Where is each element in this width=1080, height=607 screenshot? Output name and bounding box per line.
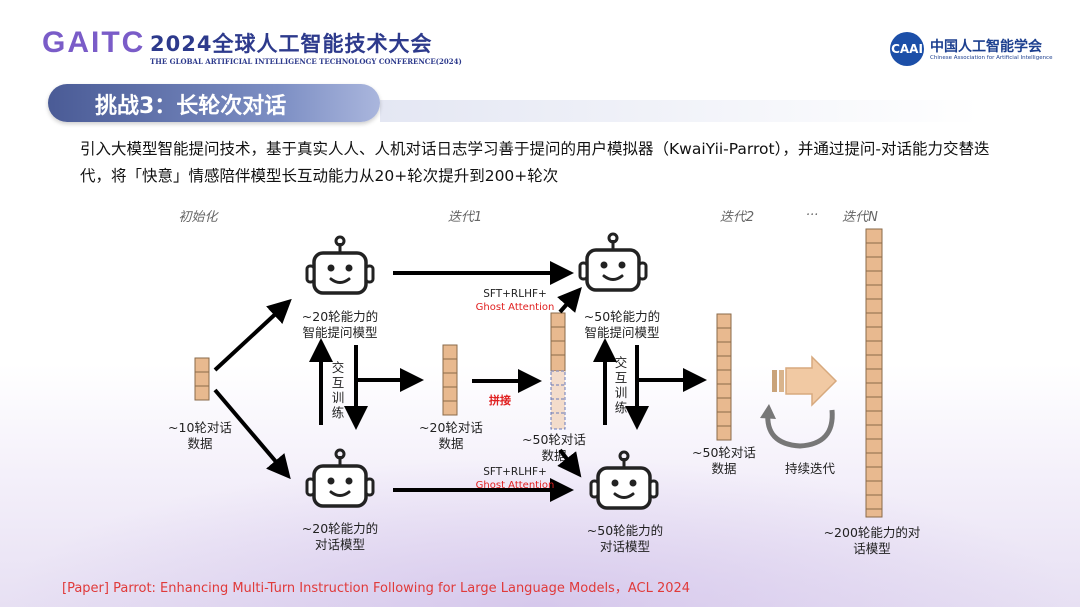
continue-arrow-icon (772, 355, 838, 407)
arrow-concat-to-ask-2 (557, 286, 582, 314)
dialog-model-1-robot-icon (305, 448, 375, 508)
banner-shade (380, 100, 980, 122)
cycle-arrow-head-icon (760, 404, 776, 419)
data-block-2 (716, 313, 732, 441)
conference-subtitle: THE GLOBAL ARTIFICIAL INTELLIGENCE TECHN… (150, 57, 462, 66)
ask-model-1-label-2: 智能提问模型 (302, 325, 377, 340)
ghost-top-label: Ghost Attention (476, 302, 555, 313)
background-glow (0, 457, 1080, 607)
final-data-block (865, 228, 883, 518)
init-data-block (194, 357, 210, 401)
init-data-label-1: ~10轮对话 (168, 420, 232, 435)
interact-2-char-2: 互 (615, 370, 628, 385)
data-1-label-1: ~20轮对话 (419, 420, 483, 435)
data-concat-label-1: ~50轮对话 (522, 432, 586, 447)
caai-logo-icon: CAAI (890, 32, 924, 66)
init-data-label-2: 数据 (187, 436, 212, 451)
stage-label-iterN: 迭代N (842, 210, 878, 225)
section-banner (48, 84, 380, 122)
data-2-label-1: ~50轮对话 (692, 445, 756, 460)
stage-label-iter2: 迭代2 (720, 210, 754, 225)
description: 引入大模型智能提问技术，基于真实人人、人机对话日志学习善于提问的用户模拟器（Kw… (80, 140, 990, 185)
stage-label-dots: ··· (806, 208, 818, 223)
ask-model-1-label-1: ~20轮能力的 (302, 309, 378, 324)
section-title: 挑战3：长轮次对话 (95, 94, 287, 119)
ghost-bottom-label: Ghost Attention (476, 480, 555, 491)
interact-1-char-2: 互 (332, 375, 345, 390)
data-block-concat (550, 312, 566, 430)
conference-title: 2024全球人工智能技术大会 (150, 32, 433, 56)
ask-model-2-robot-icon (578, 232, 648, 292)
paper-citation: [Paper] Parrot: Enhancing Multi-Turn Ins… (62, 581, 691, 596)
dialog-model-2-robot-icon (589, 450, 659, 510)
interact-1-char-1: 交 (332, 360, 345, 375)
sft-top-label: SFT+RLHF+ (483, 288, 547, 300)
data-1-label-2: 数据 (438, 436, 463, 451)
final-model-label-1: ~200轮能力的对 (824, 525, 921, 540)
cycle-arrow-icon (765, 409, 835, 449)
stage-label-iter1: 迭代1 (448, 210, 482, 225)
arrow-concat-to-dialog-2 (557, 448, 582, 478)
arrow-init-to-ask (213, 298, 292, 372)
arrow-init-to-dialog (213, 388, 291, 480)
gaitc-logo: GAITC (42, 26, 146, 59)
stage-label-init: 初始化 (178, 210, 219, 225)
org-name: 中国人工智能学会 (930, 39, 1042, 55)
interact-1-char-4: 练 (332, 405, 345, 420)
data-block-1 (442, 344, 458, 416)
dialog-model-2-label-1: ~50轮能力的 (587, 523, 663, 538)
ask-model-2-label-2: 智能提问模型 (584, 325, 659, 340)
interact-1-char-3: 训 (332, 390, 345, 405)
concat-label: 拼接 (489, 393, 511, 407)
dialog-model-2-label-2: 对话模型 (600, 539, 650, 554)
header: GAITC 2024全球人工智能技术大会 THE GLOBAL ARTIFICI… (0, 0, 1080, 80)
data-2-label-2: 数据 (711, 461, 736, 476)
ask-model-1-robot-icon (305, 235, 375, 295)
interact-2-char-1: 交 (615, 355, 628, 370)
dialog-model-1-label-2: 对话模型 (315, 537, 365, 552)
interact-2-char-4: 练 (615, 400, 628, 415)
sft-bottom-label: SFT+RLHF+ (483, 466, 547, 478)
ask-model-2-label-1: ~50轮能力的 (584, 309, 660, 324)
dialog-model-1-label-1: ~20轮能力的 (302, 521, 378, 536)
final-model-label-2: 话模型 (853, 541, 891, 556)
org-name-en: Chinese Association for Artificial Intel… (930, 55, 1053, 61)
interact-2-char-3: 训 (615, 385, 628, 400)
continue-label: 持续迭代 (785, 461, 836, 476)
